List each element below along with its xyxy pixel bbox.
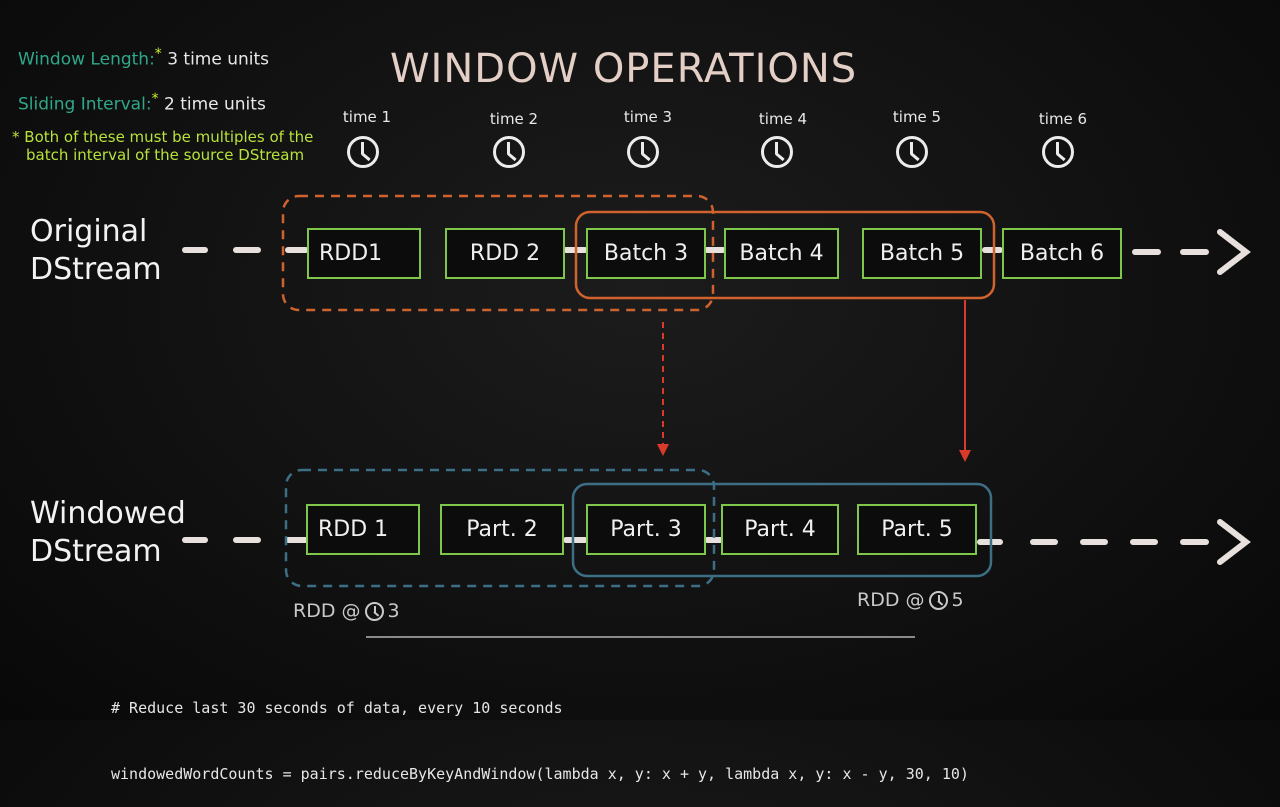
original-box-batch3: Batch 3 [586, 228, 706, 279]
window-time3-original [281, 194, 715, 312]
window-length-note: Window Length:* 3 time units [18, 46, 269, 70]
window-length-label: Window Length: [18, 49, 155, 70]
original-box-batch5: Batch 5 [862, 228, 982, 279]
clock-icon [896, 136, 928, 168]
time-label-3: time 3 [623, 108, 673, 126]
windowed-box-part5: Part. 5 [857, 504, 977, 555]
original-box-batch6: Batch 6 [1002, 228, 1122, 279]
asterisk-icon: * [151, 91, 159, 107]
windowed-stream-line [182, 519, 1251, 565]
time-label-5: time 5 [892, 108, 942, 126]
rdd-at-time3-label: RDD @ 3 [293, 600, 400, 622]
original-dstream-label: Original DStream [30, 214, 162, 287]
footnote-line-2: batch interval of the source DStream [26, 146, 305, 164]
clock-icon [347, 136, 379, 168]
windowed-box-part4: Part. 4 [721, 504, 839, 555]
sliding-interval-label: Sliding Interval: [18, 94, 152, 115]
rdd-at-time5-label: RDD @ 5 [857, 589, 964, 611]
code-snippet: # Reduce last 30 seconds of data, every … [111, 653, 969, 807]
window-time5-windowed [571, 482, 993, 578]
sliding-interval-note: Sliding Interval:* 2 time units [18, 91, 266, 115]
asterisk-icon: * [154, 46, 162, 62]
time-label-6: time 6 [1038, 110, 1088, 128]
footnote: * Both of these must be multiples of the… [12, 128, 313, 164]
clock-icon [761, 136, 793, 168]
window-time3-windowed [284, 468, 716, 588]
time-label-2: time 2 [489, 110, 539, 128]
footnote-line-1: Both of these must be multiples of the [24, 128, 314, 146]
original-box-batch4: Batch 4 [724, 228, 839, 279]
sliding-interval-value: 2 time units [163, 94, 266, 115]
clock-icon [1042, 136, 1074, 168]
windowed-dstream-label: Windowed DStream [30, 496, 186, 569]
clock-icon [493, 136, 525, 168]
diagram-graphics [182, 194, 1251, 638]
time-label-4: time 4 [758, 110, 808, 128]
window-length-value: 3 time units [167, 49, 270, 70]
original-box-rdd2: RDD 2 [445, 228, 565, 279]
original-stream-line [182, 229, 1251, 275]
asterisk-icon: * [12, 128, 20, 146]
code-comment: # Reduce last 30 seconds of data, every … [111, 699, 563, 717]
slide-title: WINDOW OPERATIONS [390, 46, 858, 92]
clock-icon [627, 136, 659, 168]
windowed-box-part3: Part. 3 [586, 504, 706, 555]
original-box-rdd1: RDD1 [307, 228, 421, 279]
windowed-box-part2: Part. 2 [440, 504, 564, 555]
code-line: windowedWordCounts = pairs.reduceByKeyAn… [111, 765, 969, 783]
window-time5-original [574, 210, 996, 300]
clock-icon [928, 590, 948, 610]
clock-icon [364, 601, 384, 621]
windowed-box-rdd1: RDD 1 [306, 504, 420, 555]
time-label-1: time 1 [342, 108, 392, 126]
